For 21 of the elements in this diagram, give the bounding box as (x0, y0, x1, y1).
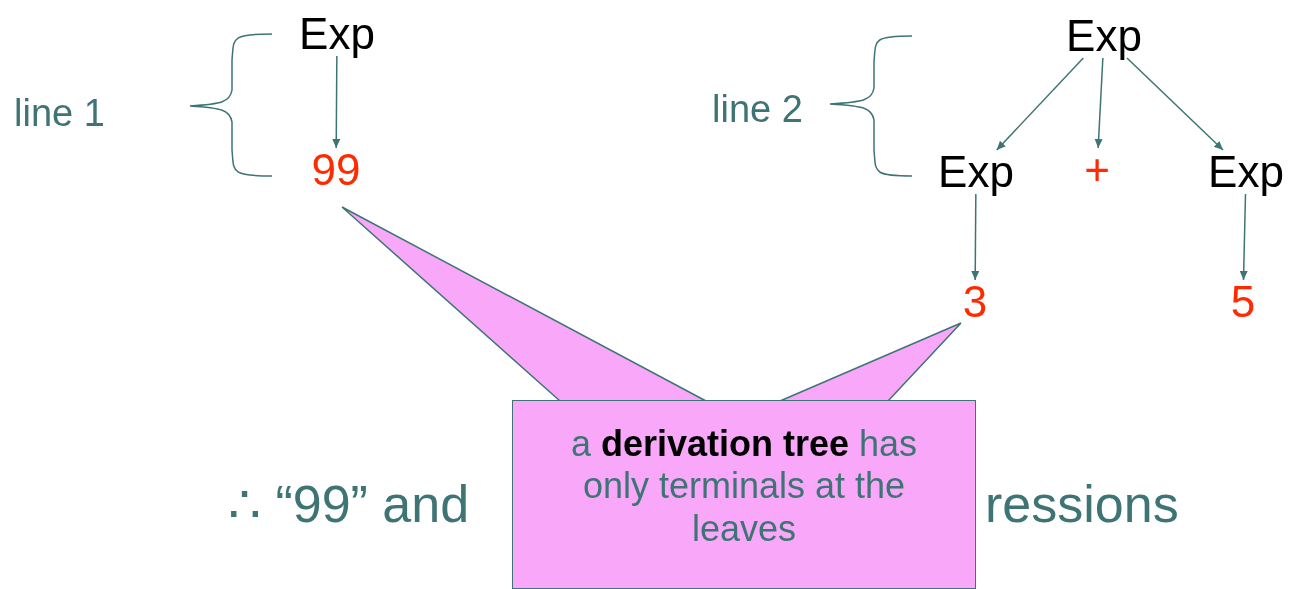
arrow (995, 57, 1085, 151)
terminal-symbol: 3 (960, 280, 990, 324)
nonterminal-symbol: Exp (1200, 150, 1292, 194)
terminal-symbol: + (1080, 148, 1114, 192)
note-text: ressions (985, 478, 1179, 530)
nonterminal-symbol: Exp (1058, 14, 1150, 58)
arrow (1126, 57, 1224, 151)
nonterminal-symbol: Exp (930, 150, 1022, 194)
nonterminal-symbol: Exp (292, 12, 382, 56)
terminal-symbol: 99 (304, 148, 368, 208)
note-text: line 2 (712, 90, 803, 128)
arrow (971, 193, 980, 281)
arrow (332, 55, 341, 149)
callout-pointer (779, 322, 962, 402)
note-text: line 1 (14, 94, 105, 132)
arrow (1094, 57, 1104, 149)
arrow (1239, 193, 1248, 281)
callout-text: a derivation tree has only terminals at the leaves (569, 423, 919, 551)
callout-pointer (341, 206, 707, 402)
terminal-symbol: 5 (1228, 280, 1258, 324)
note-text: ∴ “99” and (228, 478, 470, 530)
